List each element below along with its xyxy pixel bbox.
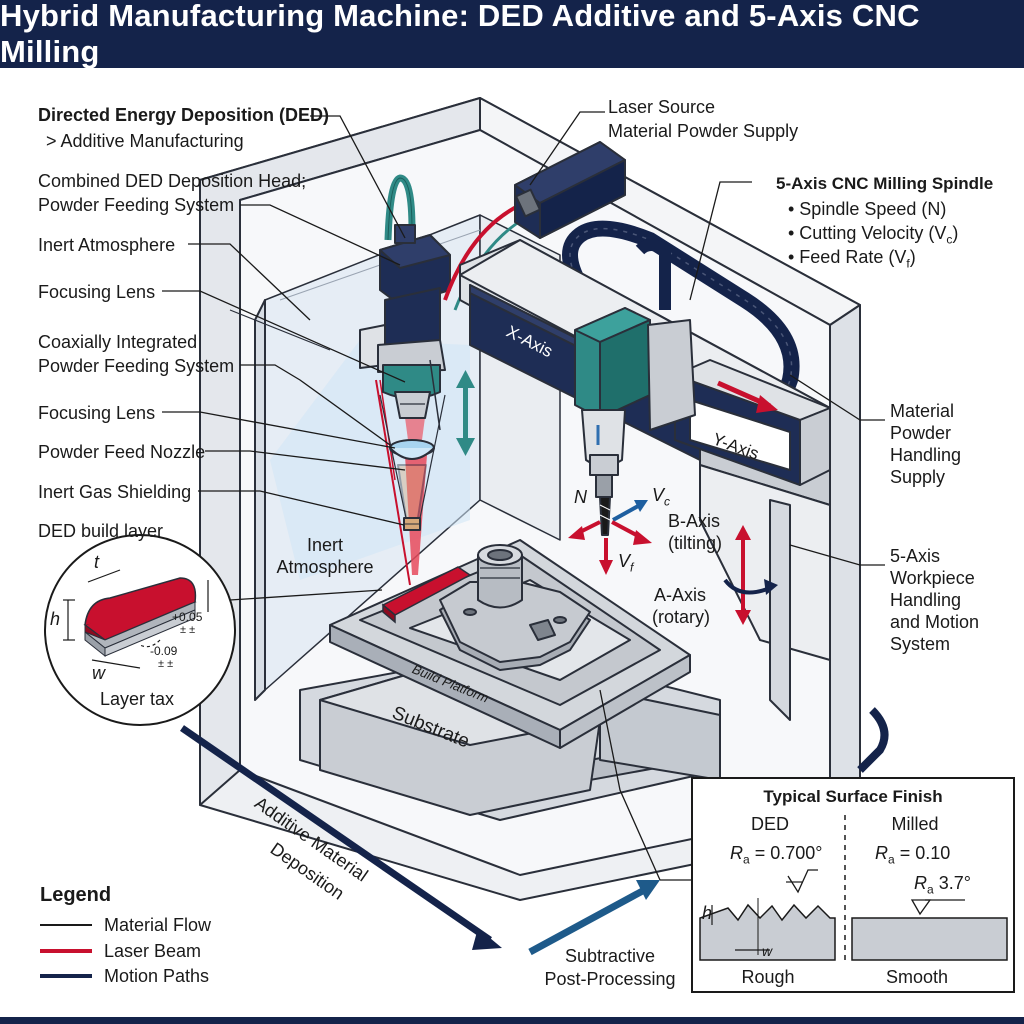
laser-source-label: Laser Source xyxy=(608,97,716,117)
title-bar: Hybrid Manufacturing Machine: DED Additi… xyxy=(0,0,1024,69)
focusing-lens-label-1: Focusing Lens xyxy=(38,282,156,302)
a-axis-label-2: (rotary) xyxy=(652,607,710,627)
material-powder-label-3: Handling xyxy=(890,445,962,465)
workpiece-part xyxy=(439,544,591,671)
combined-head-label-1: Combined DED Deposition Head; xyxy=(38,171,307,191)
legend-item-laser-beam: Laser Beam xyxy=(104,941,202,961)
subtractive-label-2: Post-Processing xyxy=(544,969,676,989)
legend-swatches xyxy=(40,924,92,978)
y-axis-block xyxy=(674,359,831,486)
inset-h: h xyxy=(50,609,61,629)
spindle-n-label: N xyxy=(574,487,587,507)
milled-ra-value: Ra = 0.10 xyxy=(875,843,951,867)
ded-ra-value: Ra = 0.700° xyxy=(730,843,823,867)
focusing-lens-label-2: Focusing Lens xyxy=(38,403,156,423)
inset-tol-plus: +0.05 xyxy=(172,610,203,624)
ded-layer-label: DED build layer xyxy=(38,521,164,541)
inset-tol-pm-1: ± ± xyxy=(180,624,196,636)
bottom-border xyxy=(0,1017,1024,1024)
finish-h: h xyxy=(702,903,713,923)
legend-title: Legend xyxy=(40,884,112,906)
deposited-bead xyxy=(381,566,472,624)
rough-label: Rough xyxy=(741,967,795,987)
surface-finish-title: Typical Surface Finish xyxy=(763,787,943,806)
spindle-item-feed: • Feed Rate (Vf) xyxy=(788,247,916,271)
inert-inside-label-2: Atmosphere xyxy=(276,557,374,577)
milled-symbol-value: Ra 3.7° xyxy=(914,873,971,897)
inset-tol-minus: -0.09 xyxy=(150,644,178,658)
ded-head xyxy=(359,174,451,531)
ded-title-label: Directed Energy Deposition (DED) xyxy=(38,105,330,125)
laser-source-box xyxy=(514,141,626,239)
y-motion-arrow xyxy=(716,380,778,413)
subtractive-label-1: Subtractive xyxy=(564,946,656,966)
page-title: Hybrid Manufacturing Machine: DED Additi… xyxy=(0,0,920,69)
material-powder-label-1: Material xyxy=(890,401,955,421)
legend-item-motion-paths: Motion Paths xyxy=(104,966,210,986)
inert-gas-label: Inert Gas Shielding xyxy=(38,482,192,502)
coaxial-label-1: Coaxially Integrated xyxy=(38,332,198,352)
inert-atmosphere-label: Inert Atmosphere xyxy=(38,235,176,255)
inset-t: t xyxy=(94,552,100,572)
ded-finish-label: DED xyxy=(750,814,789,834)
workpiece-label-3: Handling xyxy=(890,590,962,610)
workpiece-label-4: and Motion xyxy=(890,612,980,632)
surface-finish-panel xyxy=(691,777,1015,993)
inset-tol-pm-2: ± ± xyxy=(158,658,174,670)
spindle-vf-label: Vf xyxy=(618,551,634,575)
leader-lines xyxy=(162,111,885,881)
spindle-vc-label: Vc xyxy=(652,485,671,509)
milled-finish-label: Milled xyxy=(891,814,939,834)
laser-fiber xyxy=(443,203,521,301)
coaxial-label-2: Powder Feeding System xyxy=(38,356,235,376)
cutting-arrows xyxy=(568,425,652,575)
subtractive-flow-arrow xyxy=(528,880,660,956)
milling-spindle xyxy=(574,307,696,536)
return-arrow xyxy=(857,707,889,773)
workpiece-label-2: Workpiece xyxy=(890,568,975,588)
powder-supply-label: Material Powder Supply xyxy=(608,121,799,141)
a-axis-label-1: A-Axis xyxy=(654,585,707,605)
ded-sub-label: > Additive Manufacturing xyxy=(46,131,244,151)
inert-inside-label-1: Inert xyxy=(306,535,344,555)
powder-nozzle-label: Powder Feed Nozzle xyxy=(38,442,206,462)
inset-caption: Layer tax xyxy=(100,689,175,709)
z-motion-arrow xyxy=(456,370,475,456)
workpiece-label-5: System xyxy=(890,634,951,654)
material-powder-label-2: Powder xyxy=(890,423,952,443)
b-axis-label-2: (tilting) xyxy=(668,533,723,553)
smooth-label: Smooth xyxy=(885,967,949,987)
legend-item-material-flow: Material Flow xyxy=(104,915,212,935)
material-powder-label-4: Supply xyxy=(890,467,946,487)
additive-flow-arrow xyxy=(180,725,502,950)
inset-w: w xyxy=(92,663,105,683)
b-axis-label-1: B-Axis xyxy=(668,511,721,531)
spindle-title-label: 5-Axis CNC Milling Spindle xyxy=(776,174,994,193)
combined-head-label-2: Powder Feeding System xyxy=(38,195,235,215)
spindle-item-velocity: • Cutting Velocity (Vc) xyxy=(788,223,959,247)
finish-w: w xyxy=(762,943,773,959)
workpiece-label-1: 5-Axis xyxy=(890,546,941,566)
workpiece-motion-arrows xyxy=(723,525,778,625)
spindle-item-speed: • Spindle Speed (N) xyxy=(788,199,947,219)
build-layer-inset xyxy=(44,534,236,726)
